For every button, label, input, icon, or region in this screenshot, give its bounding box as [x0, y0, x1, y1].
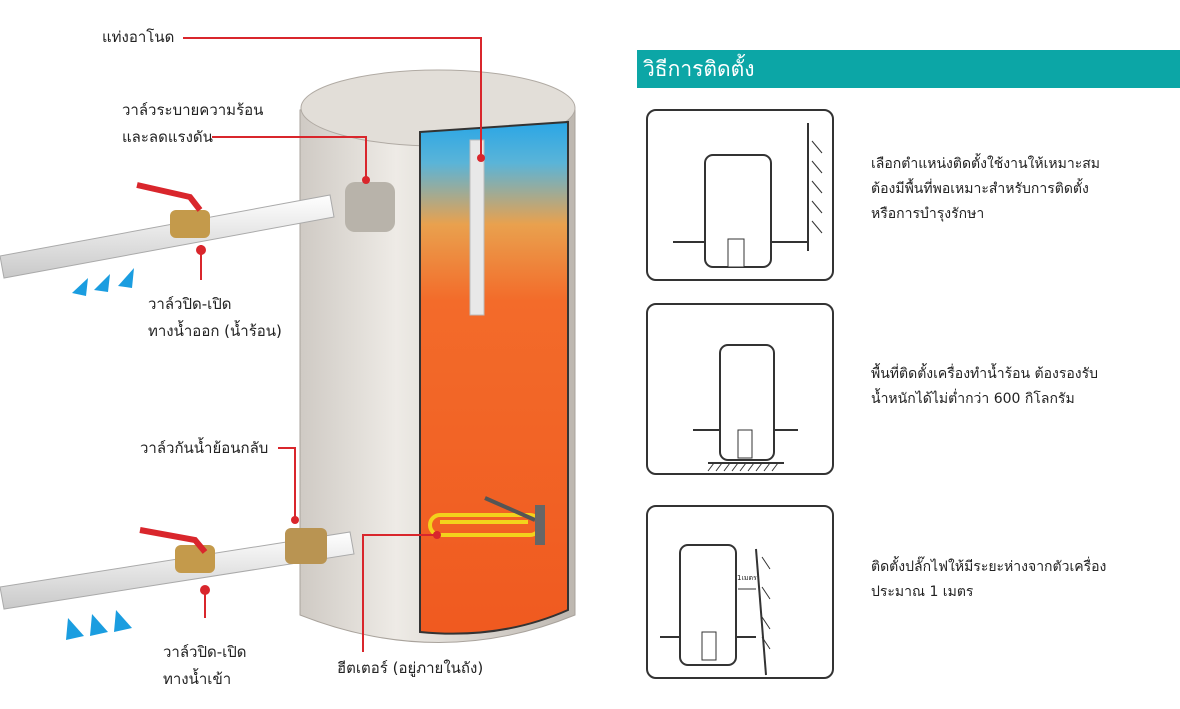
label-check-valve: วาล์วกันน้ำย้อนกลับ — [140, 439, 269, 457]
distance-label: 1เมตร — [737, 574, 757, 582]
install-title: วิธีการติดตั้ง — [637, 50, 1180, 88]
label-heater: ฮีตเตอร์ (อยู่ภายในถัง) — [337, 659, 484, 677]
label-inlet-valve-2: ทางน้ำเข้า — [163, 670, 232, 688]
install-step-2: พื้นที่ติดตั้งเครื่องทำน้ำร้อน ต้องรองรั… — [871, 362, 1098, 412]
step-text: ต้องมีพื้นที่พอเหมาะสำหรับการติดตั้ง — [871, 181, 1089, 197]
install-diagram-floor — [646, 303, 834, 475]
label-outlet-valve-2: ทางน้ำออก (น้ำร้อน) — [148, 322, 282, 340]
install-step-1: เลือกตำแหน่งติดตั้งใช้งานให้เหมาะสม ต้อง… — [871, 152, 1100, 227]
step-text: หรือการบำรุงรักษา — [871, 206, 985, 222]
step-text: พื้นที่ติดตั้งเครื่องทำน้ำร้อน ต้องรองรั… — [871, 366, 1099, 382]
callout-lines — [183, 37, 482, 652]
install-step-3: ติดตั้งปลั๊กไฟให้มีระยะห่างจากตัวเครื่อง… — [871, 555, 1106, 605]
install-diagram-location — [646, 109, 834, 281]
label-relief-valve-1: วาล์วระบายความร้อน — [122, 101, 264, 119]
label-anode: แท่งอาโนด — [102, 28, 175, 46]
install-diagram-plug: 1เมตร — [646, 505, 834, 679]
step-text: ประมาณ 1 เมตร — [871, 584, 974, 600]
step-text: ติดตั้งปลั๊กไฟให้มีระยะห่างจากตัวเครื่อง — [871, 559, 1107, 575]
label-outlet-valve-1: วาล์วปิด-เปิด — [148, 295, 232, 313]
step-text: น้ำหนักได้ไม่ต่ำกว่า 600 กิโลกรัม — [871, 391, 1075, 407]
pipes — [0, 182, 395, 610]
flow-arrows — [66, 268, 134, 640]
tank — [299, 69, 576, 643]
label-relief-valve-2: และลดแรงดัน — [122, 128, 213, 146]
step-text: เลือกตำแหน่งติดตั้งใช้งานให้เหมาะสม — [871, 156, 1101, 172]
label-inlet-valve-1: วาล์วปิด-เปิด — [163, 643, 247, 661]
